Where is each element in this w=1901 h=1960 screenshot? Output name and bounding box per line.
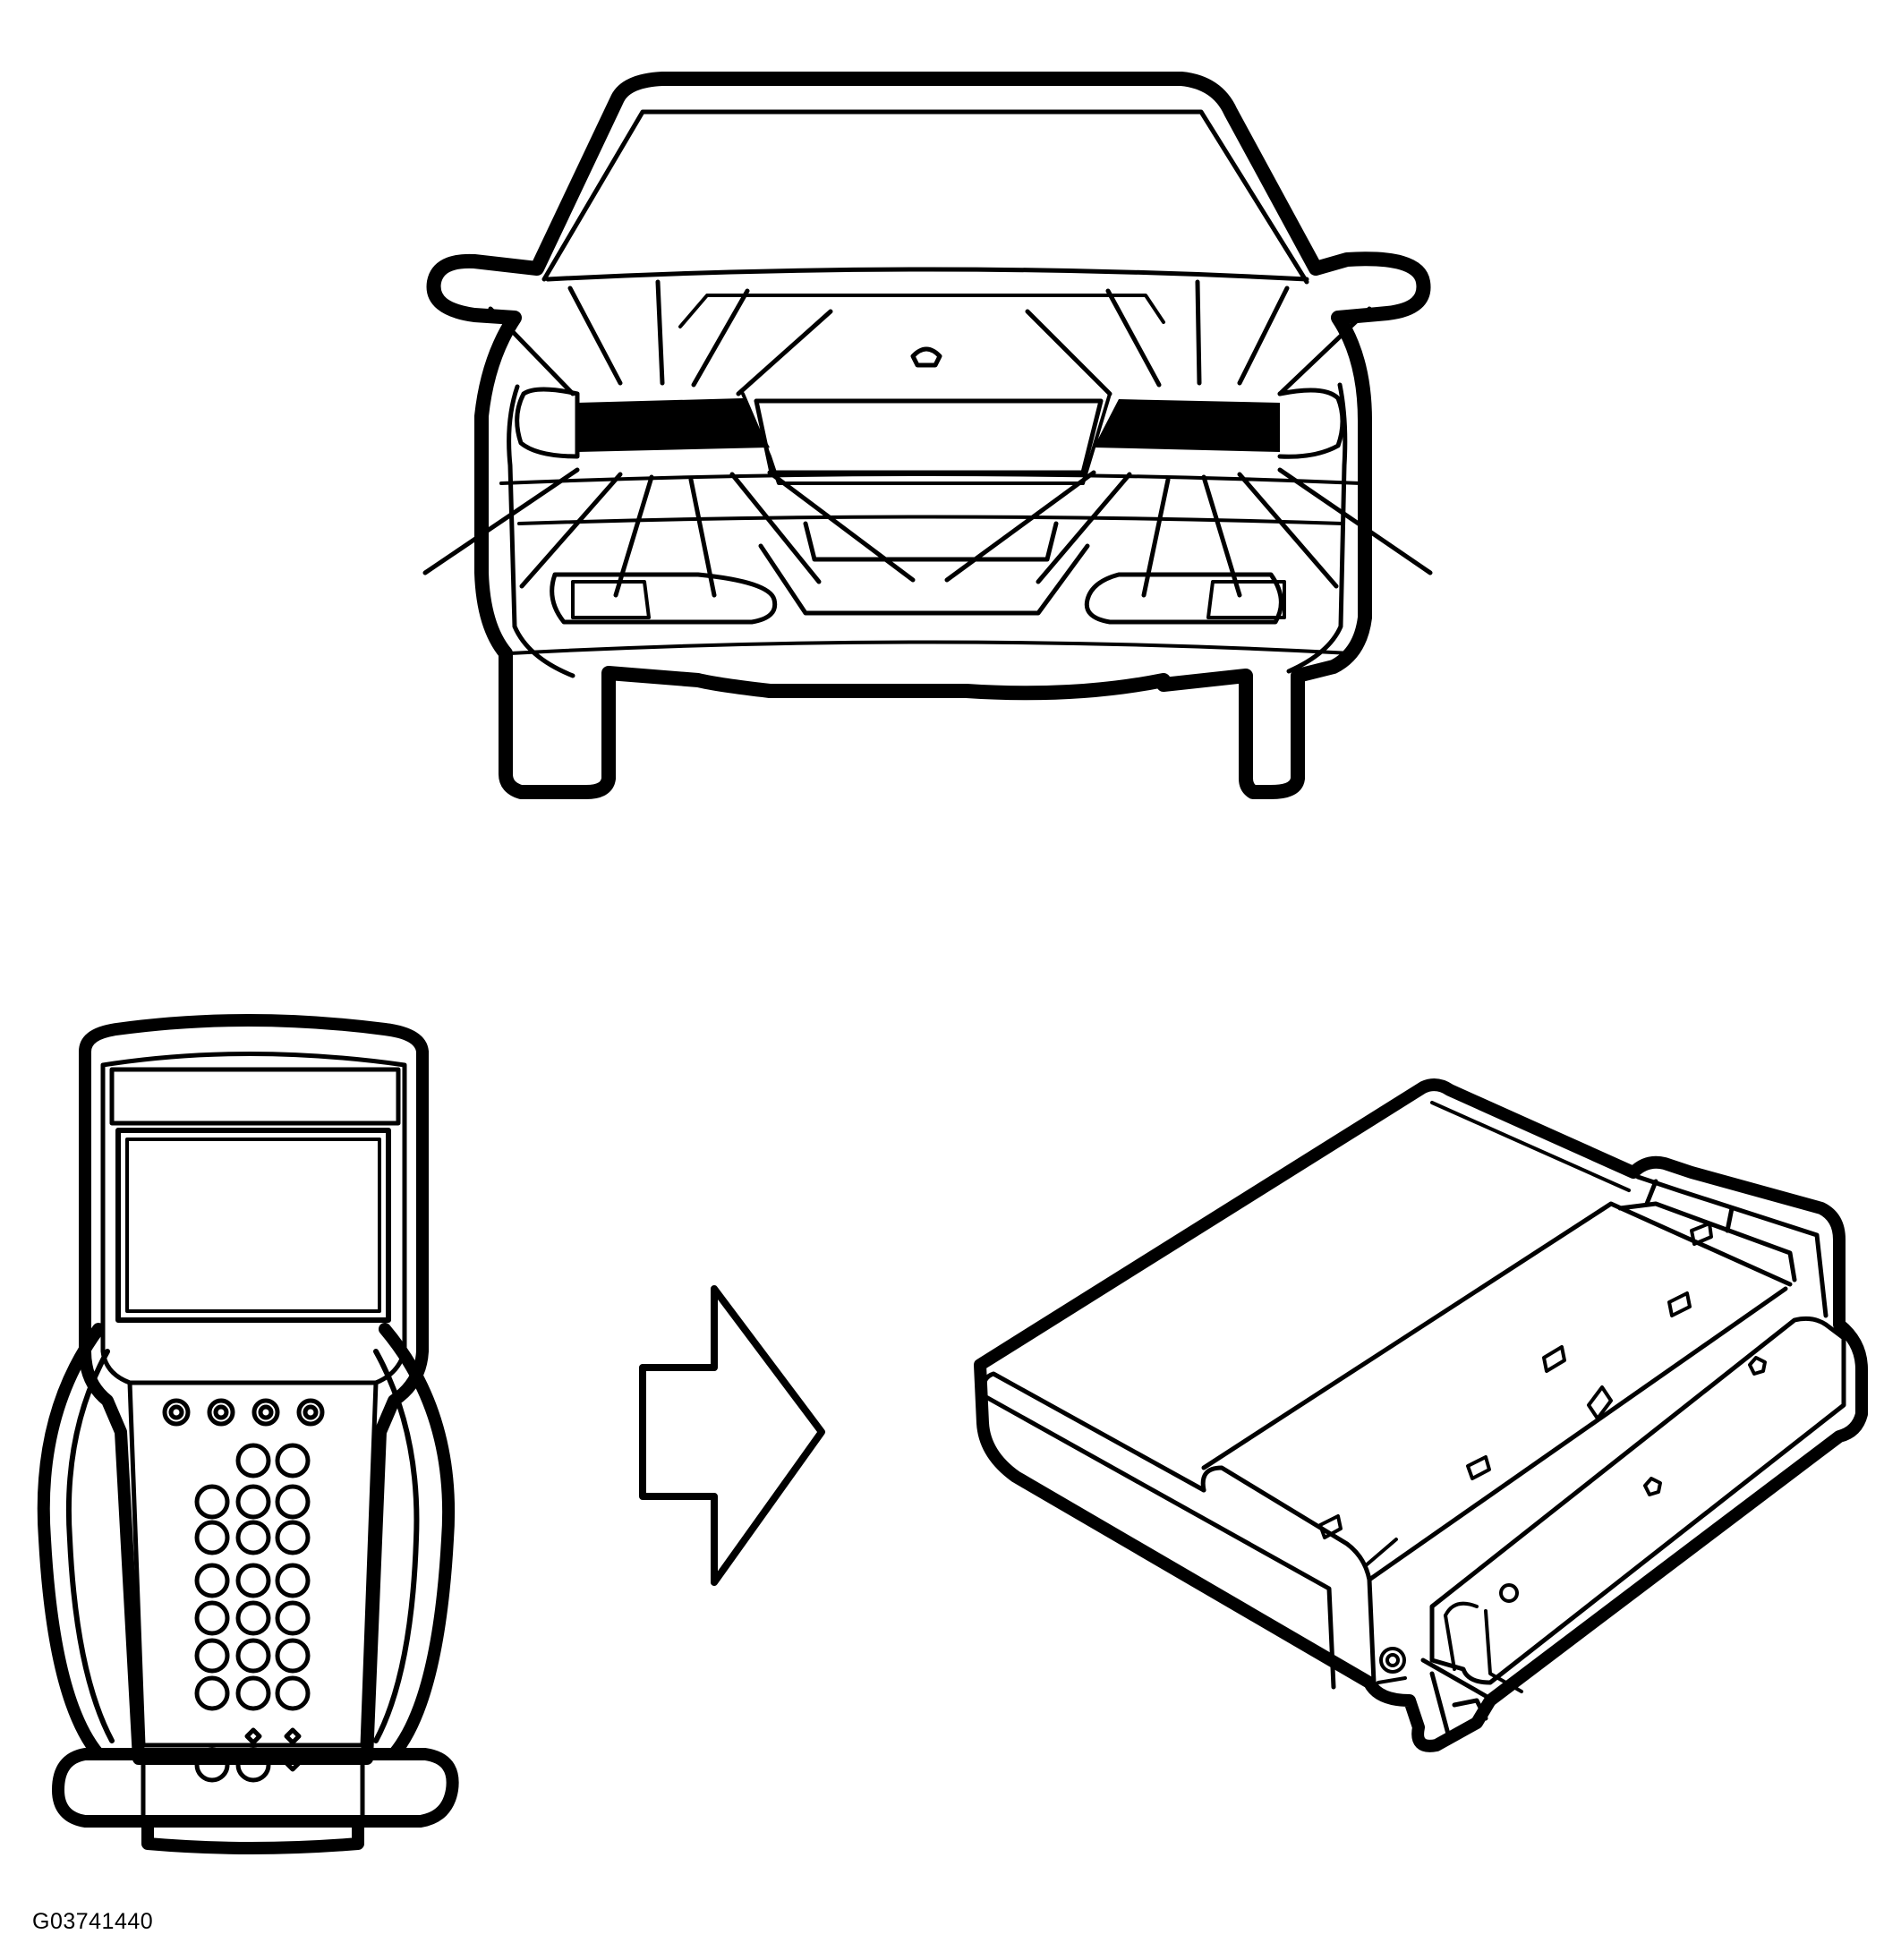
handheld-scan-tool-icon <box>37 1014 459 1854</box>
car-front-icon <box>422 72 1433 799</box>
figure-code: G03741440 <box>32 1909 154 1934</box>
right-arrow-icon <box>639 1285 825 1586</box>
control-module-icon <box>974 1078 1868 1752</box>
